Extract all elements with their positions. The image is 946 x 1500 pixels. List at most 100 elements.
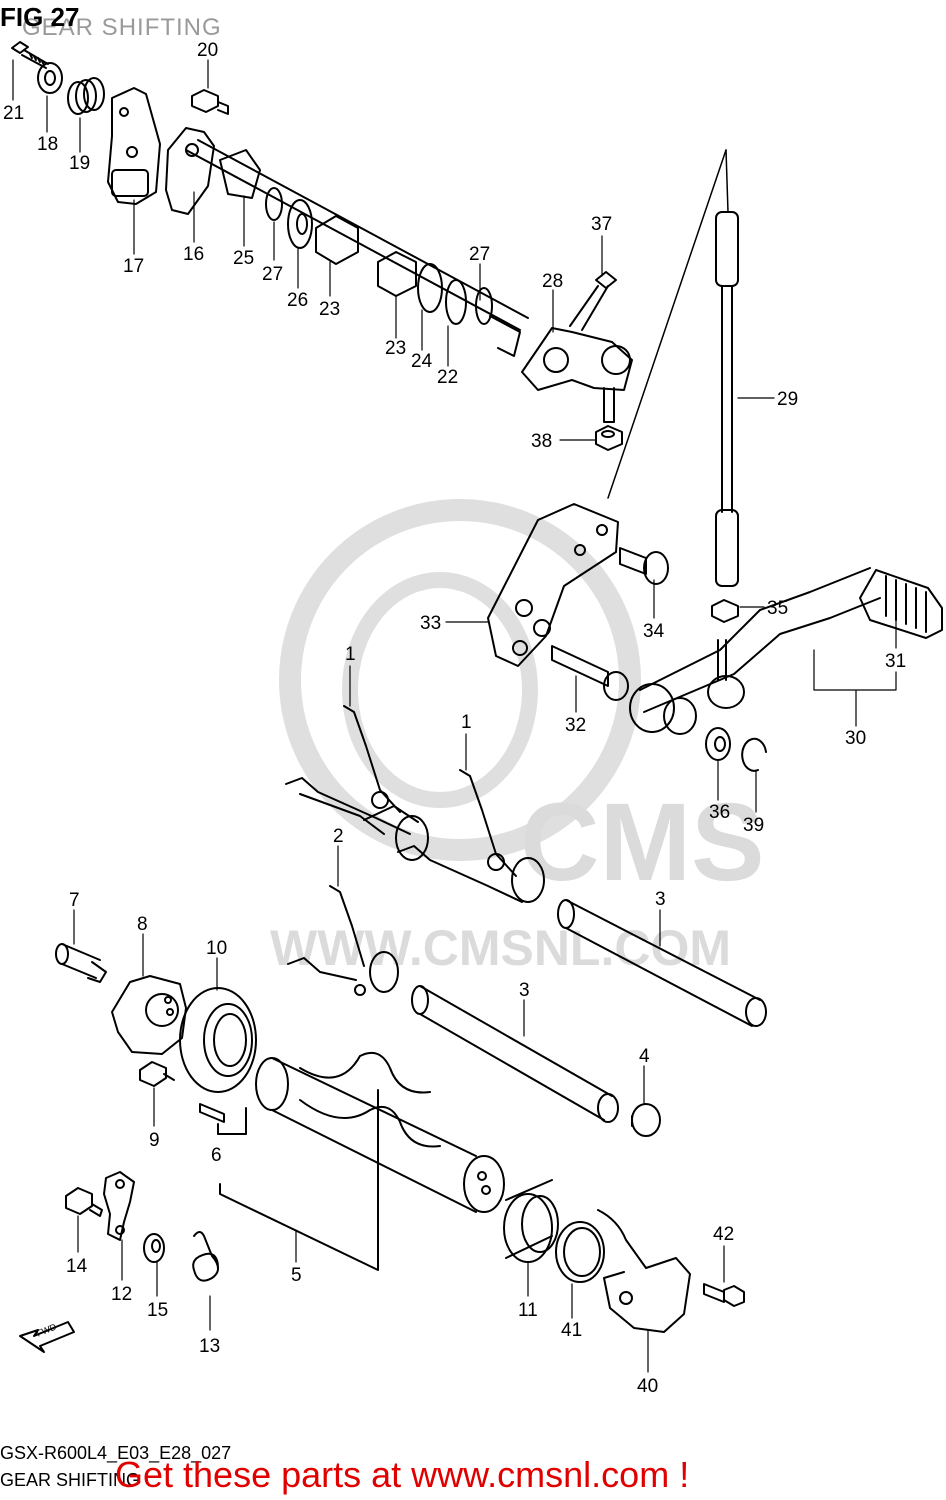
part-17-plate: [107, 87, 161, 205]
callout-42: 42: [713, 1224, 734, 1245]
part-24-seal: [417, 263, 443, 313]
callout-36: 36: [709, 802, 730, 823]
svg-text:WWW.CMSNL.COM: WWW.CMSNL.COM: [270, 920, 731, 976]
callout-labels: 21 18 19 17 20 16 25 27 26 23 23 24 22 2…: [3, 40, 906, 1397]
part-5-gearshift-cam: [219, 1052, 505, 1271]
callout-35: 35: [767, 598, 788, 619]
callout-1a: 1: [345, 644, 356, 665]
part-3-fork-shaft: [557, 899, 767, 1027]
figure-subtitle: GEAR SHIFTING: [22, 14, 222, 41]
part-34-bolt: [619, 547, 669, 585]
part-37-bolt: [569, 271, 617, 331]
callout-41: 41: [561, 1320, 582, 1341]
callout-28: 28: [542, 271, 563, 292]
svg-text:CMS: CMS: [520, 781, 764, 904]
callout-1b: 1: [461, 712, 472, 733]
part-42-bolt: [703, 1283, 745, 1307]
callout-30: 30: [845, 728, 866, 749]
callout-22: 22: [437, 367, 458, 388]
callout-6: 6: [211, 1145, 222, 1166]
callout-27b: 27: [469, 244, 490, 265]
part-4-cap: [631, 1103, 661, 1137]
part-10-bearing: [179, 987, 257, 1093]
part-16-shift-lever: [165, 127, 529, 331]
fwd-label: FWD: [35, 1321, 58, 1338]
footer-caption: GEAR SHIFTING: [0, 1470, 141, 1490]
figure-title: FIG 27: [0, 2, 80, 32]
callout-17: 17: [123, 256, 144, 277]
part-14-bolt: [65, 1187, 103, 1217]
part-22-washer: [445, 279, 467, 325]
callout-18: 18: [37, 134, 58, 155]
part-25-collar: [219, 149, 261, 199]
watermark: CMS WWW.CMSNL.COM: [270, 499, 764, 976]
part-23-bush-2: [377, 251, 417, 297]
callout-27a: 27: [262, 264, 283, 285]
callout-14: 14: [66, 1256, 88, 1277]
callout-7: 7: [69, 890, 80, 911]
part-38-nut: [595, 425, 623, 451]
part-29-shift-rod: [715, 211, 739, 587]
footer-code: GSX-R600L4_E03_E28_027: [0, 1443, 232, 1463]
callout-5: 5: [291, 1265, 302, 1286]
part-2-shift-fork: [287, 885, 399, 996]
callout-3a: 3: [655, 889, 666, 910]
callout-34: 34: [643, 621, 665, 642]
part-1-shift-fork-2: [397, 769, 545, 903]
part-27-circlip-2: [475, 287, 521, 357]
part-18-washer: [37, 62, 63, 94]
part-8-stopper: [111, 975, 187, 1055]
part-7-pin: [55, 943, 107, 983]
part-19-spring: [67, 77, 105, 115]
part-31-footpeg-rubber: [859, 569, 943, 639]
callout-23b: 23: [385, 338, 406, 359]
part-27-circlip: [265, 187, 283, 221]
leader-lines: [12, 59, 897, 1373]
callout-13: 13: [199, 1336, 220, 1357]
callout-32: 32: [565, 715, 586, 736]
part-13-spring: [192, 1231, 219, 1282]
part-39-circlip: [741, 737, 767, 772]
callout-38: 38: [531, 431, 552, 452]
part-32-pivot-pin: [551, 645, 629, 701]
callout-24: 24: [411, 351, 433, 372]
fwd-arrow-icon: [19, 1321, 75, 1353]
callout-33: 33: [420, 613, 441, 634]
callout-23a: 23: [319, 299, 340, 320]
part-15-washer: [143, 1233, 165, 1263]
promo-link[interactable]: Get these parts at www.cmsnl.com !: [115, 1454, 690, 1495]
callout-26: 26: [287, 290, 308, 311]
part-36-washer: [705, 727, 731, 761]
part-3-fork-shaft-2: [411, 985, 619, 1123]
part-12-stopper-plate: [103, 1171, 135, 1241]
callout-31: 31: [885, 651, 906, 672]
callout-40: 40: [637, 1376, 658, 1397]
callout-11: 11: [518, 1300, 538, 1321]
part-41-o-ring: [555, 1221, 605, 1283]
callout-12: 12: [111, 1284, 132, 1305]
callout-15: 15: [147, 1300, 168, 1321]
part-30-shift-pedal: [629, 567, 881, 735]
part-28-shift-link: [521, 327, 633, 423]
part-11-needle-bearing: [503, 1179, 559, 1263]
callout-19: 19: [69, 153, 90, 174]
part-20-bolt: [191, 89, 229, 115]
part-26-washer: [287, 199, 313, 249]
callout-16: 16: [183, 244, 204, 265]
part-1-shift-fork: [285, 705, 429, 861]
callout-37: 37: [591, 214, 612, 235]
part-23-bush: [315, 215, 359, 265]
part-40-gear-position-switch: [597, 1209, 691, 1333]
callout-29: 29: [777, 389, 798, 410]
callout-10: 10: [206, 938, 227, 959]
callout-25: 25: [233, 248, 254, 269]
callout-8: 8: [137, 914, 148, 935]
callout-2: 2: [333, 826, 344, 847]
callout-9: 9: [149, 1130, 160, 1151]
part-35-nut: [711, 599, 739, 623]
part-9-screw: [139, 1061, 175, 1087]
part-21-bolt: [11, 41, 49, 69]
callout-21: 21: [3, 103, 24, 124]
callout-39: 39: [743, 815, 764, 836]
